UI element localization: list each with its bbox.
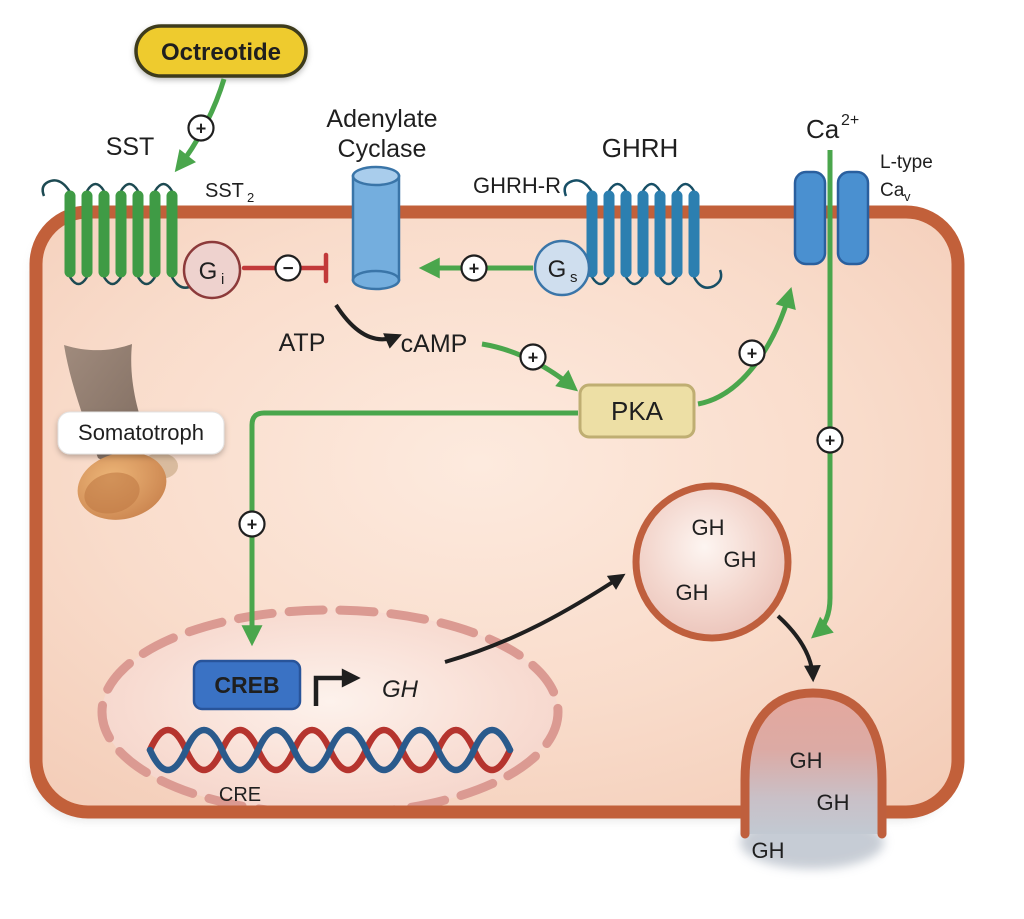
svg-text:+: + <box>196 119 207 139</box>
l-type-label: L-type <box>880 152 933 173</box>
vesicle-exocytosis-arrow <box>776 614 821 683</box>
sst-receptor <box>41 179 201 289</box>
sst-receptor-helices <box>64 190 178 278</box>
secreted-gh-label: GH <box>752 838 785 863</box>
plus-sign-ca-influx: + <box>816 426 844 454</box>
camp-label: cAMP <box>401 330 468 358</box>
somatotroph-label-box: Somatotroph <box>57 411 225 455</box>
dna-strand-blue <box>146 726 514 774</box>
ghrh-r-label: GHRH-R <box>473 173 561 198</box>
ca-sup-label: 2+ <box>841 112 859 129</box>
ca-influx-arrow <box>811 150 834 639</box>
plus-sign-camp-pka: + <box>519 343 547 371</box>
plus-sign-pka-ca: + <box>738 339 766 367</box>
pka-box <box>578 383 696 439</box>
svg-text:+: + <box>469 259 480 279</box>
cell-membrane <box>29 205 965 819</box>
gs-label: G <box>548 256 567 283</box>
sst2-label: SST <box>205 180 244 202</box>
secreted-gh-label: GH <box>790 748 823 773</box>
gs-sub-label: s <box>570 269 578 286</box>
secreted-gh-label: GH <box>817 790 850 815</box>
gs-protein: G s <box>533 239 591 297</box>
creb-label: CREB <box>214 672 279 698</box>
ghrh-receptor <box>563 179 723 289</box>
octreotide-label: Octreotide <box>161 39 281 66</box>
svg-text:+: + <box>247 515 258 535</box>
creb-box <box>192 659 302 711</box>
ghrh-receptor-helices <box>586 190 700 278</box>
atp-label: ATP <box>279 329 326 357</box>
adenylate-cyclase-label-1: Adenylate <box>326 105 437 133</box>
svg-text:+: + <box>528 348 539 368</box>
plus-sign-octreotide: + <box>187 114 215 142</box>
svg-text:−: − <box>282 259 293 280</box>
exocytosis-site <box>740 688 887 839</box>
cav-sub-label: v <box>904 189 911 204</box>
plus-sign-gs-ac: + <box>460 254 488 282</box>
minus-sign-gi-ac: − <box>274 254 302 282</box>
octreotide-pill: Octreotide <box>134 24 308 78</box>
pka-creb-arrow <box>241 410 578 647</box>
gi-sub-label: i <box>221 271 224 288</box>
vesicle-gh-label: GH <box>676 580 709 605</box>
vesicle-gh-label: GH <box>724 547 757 572</box>
sst2-sub-label: 2 <box>247 190 254 205</box>
l-type-ca-channel <box>793 170 870 266</box>
gi-protein: G i <box>182 240 242 300</box>
svg-text:+: + <box>825 431 836 451</box>
gi-label: G <box>199 258 218 285</box>
vesicle-gh-label: GH <box>692 515 725 540</box>
atp-camp-arrow <box>334 303 402 349</box>
plus-sign-pka-creb: + <box>238 510 266 538</box>
transcription-arrow <box>313 668 361 706</box>
adenylate-cyclase <box>351 165 401 291</box>
gh-vesicle: GH GH GH <box>632 482 792 642</box>
svg-text:+: + <box>747 344 758 364</box>
somatotroph-label: Somatotroph <box>78 420 204 445</box>
gene-vesicle-arrow <box>444 573 626 664</box>
ca-label: Ca <box>806 114 840 144</box>
pka-label: PKA <box>611 396 664 426</box>
cre-label: CRE <box>219 784 261 806</box>
nucleus: CRE CREB GH <box>97 605 563 819</box>
adenylate-cyclase-label-2: Cyclase <box>338 135 427 163</box>
cav-label: Ca <box>880 180 905 201</box>
ghrh-label: GHRH <box>602 133 679 163</box>
gh-gene-label: GH <box>382 676 419 703</box>
sst-receptor-loops <box>41 179 201 289</box>
ghrh-receptor-loops <box>563 179 723 289</box>
sst-label: SST <box>106 133 155 161</box>
